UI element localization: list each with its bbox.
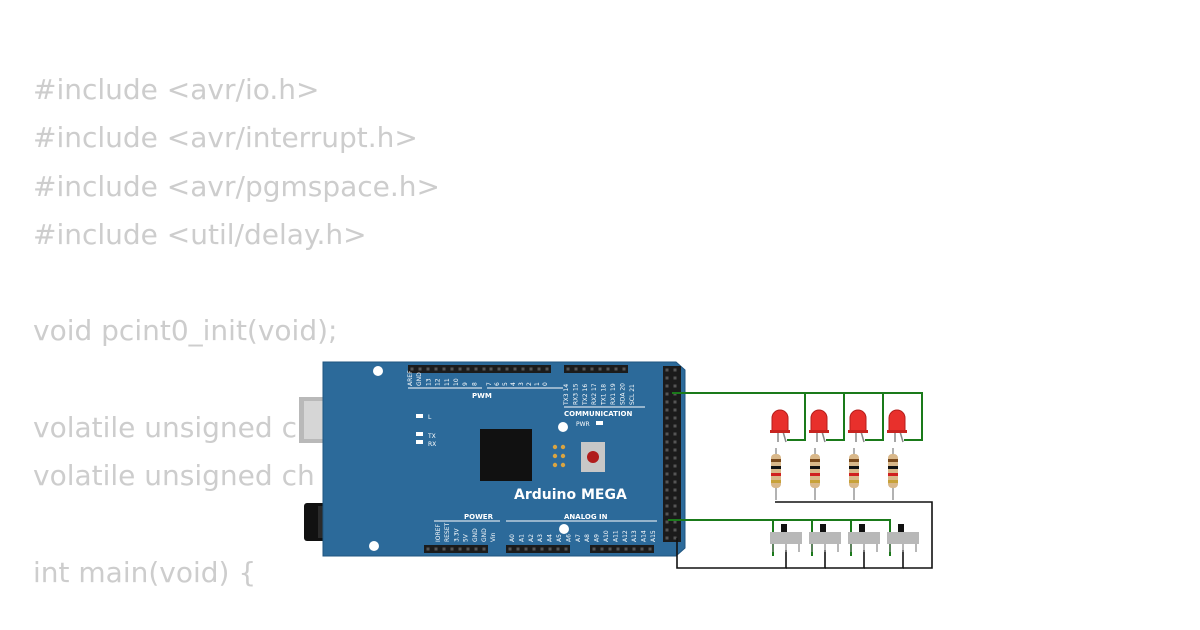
header-top-left: [408, 365, 488, 373]
green-wire-1: [865, 393, 884, 441]
slide-switch-2: [809, 524, 841, 552]
pin-headers: [408, 365, 681, 553]
green-wire-0: [672, 392, 923, 441]
pin-label-analog-6: A6: [565, 534, 572, 542]
resistor-2: [810, 448, 820, 500]
pin-label-comm-4: TX1 18: [601, 384, 608, 406]
header-power: [424, 545, 488, 553]
pin-label-analog-12: A12: [622, 530, 629, 542]
rx-label: RX: [428, 441, 436, 448]
pin-label-comm-1: RX3 15: [572, 383, 579, 405]
led-1: [770, 409, 790, 443]
pin-label-mid-3: 4: [510, 382, 517, 386]
pwm-label: PWM: [472, 392, 492, 400]
pin-label-power-1: RESET: [444, 522, 451, 542]
header-analog-2: [590, 545, 654, 553]
led-l-label: L: [428, 414, 432, 421]
pin-label-mid-6: 1: [534, 382, 541, 386]
pin-label-top-1: GND: [416, 372, 423, 386]
header-analog-1: [506, 545, 570, 553]
resistor-3: [849, 448, 859, 500]
pin-label-power-3: 5V: [463, 533, 470, 542]
green-wire-2: [826, 393, 845, 441]
pin-label-power-2: 3.3V: [453, 527, 460, 542]
pin-label-top-7: 8: [471, 382, 478, 386]
pin-label-analog-7: A7: [575, 534, 582, 542]
resistor-1: [771, 448, 781, 500]
pin-label-analog-4: A4: [547, 534, 554, 542]
pin-label-analog-0: A0: [509, 534, 516, 542]
pin-label-analog-9: A9: [594, 534, 601, 542]
pin-label-top-5: 10: [453, 378, 460, 386]
black-wire-1: [676, 538, 787, 569]
pin-label-power-0: IOREF: [435, 524, 442, 542]
pin-label-top-2: 13: [425, 378, 432, 386]
components: [770, 409, 919, 552]
pin-label-mid-0: 7: [486, 382, 493, 386]
pin-label-analog-11: A11: [612, 530, 619, 542]
pin-label-power-4: GND: [472, 528, 479, 542]
led-4: [887, 409, 907, 443]
pin-label-analog-8: A8: [584, 534, 591, 542]
pin-label-power-6: Vin: [490, 532, 497, 542]
header-top-comm: [564, 365, 628, 373]
pin-label-mid-2: 5: [502, 382, 509, 386]
pin-label-comm-6: SDA 20: [619, 383, 626, 405]
led-3: [848, 409, 868, 443]
code-background: #include <avr/io.h> #include <avr/interr…: [33, 73, 441, 589]
pin-label-mid-5: 2: [526, 382, 533, 386]
led-2: [809, 409, 829, 443]
pin-label-mid-7: 0: [542, 382, 549, 386]
pin-label-analog-15: A15: [650, 530, 657, 542]
pin-label-analog-10: A10: [603, 530, 610, 542]
pwr-label: PWR: [576, 421, 590, 428]
resistor-4: [888, 448, 898, 500]
pin-label-top-6: 9: [462, 382, 469, 386]
slide-switch-3: [848, 524, 880, 552]
header-top-mid: [487, 365, 551, 373]
microcontroller-chip: [480, 429, 532, 481]
pin-label-analog-5: A5: [556, 534, 563, 542]
mounting-holes: [369, 366, 569, 551]
communication-label: COMMUNICATION: [564, 410, 633, 418]
pin-label-analog-13: A13: [631, 530, 638, 542]
led-l: [416, 414, 423, 418]
pin-label-analog-2: A2: [528, 534, 535, 542]
pin-label-analog-1: A1: [518, 534, 525, 542]
pin-label-comm-7: SCL 21: [629, 384, 636, 405]
pin-label-comm-2: TX2 16: [582, 384, 589, 406]
black-wire-0: [775, 501, 933, 569]
pin-label-top-3: 12: [435, 378, 442, 386]
led-rx: [416, 440, 423, 444]
board-name: Arduino MEGA: [514, 487, 627, 503]
power-label: POWER: [464, 513, 494, 521]
pin-label-comm-3: RX2 17: [591, 383, 598, 405]
black-wire-2: [786, 550, 826, 569]
black-wire-3: [825, 550, 865, 569]
green-wire-3: [787, 393, 806, 441]
tx-label: TX: [427, 433, 436, 440]
reset-button[interactable]: [581, 442, 605, 472]
slide-switch-1: [770, 524, 802, 552]
pin-label-comm-5: RX1 19: [610, 383, 617, 405]
pin-label-mid-1: 6: [494, 382, 501, 386]
pin-label-mid-4: 3: [518, 382, 525, 386]
led-tx: [416, 432, 423, 436]
pin-label-top-0: AREF: [407, 370, 414, 386]
pwr-led: [596, 421, 603, 425]
pin-label-top-4: 11: [444, 378, 451, 386]
pin-label-analog-14: A14: [641, 530, 648, 542]
icsp-header: [552, 444, 566, 468]
black-wire-4: [864, 550, 904, 569]
analog-in-label: ANALOG IN: [564, 513, 608, 521]
pin-label-analog-3: A3: [537, 534, 544, 542]
slide-switch-4: [887, 524, 919, 552]
pin-label-comm-0: TX3 14: [563, 384, 570, 406]
pin-label-power-5: GND: [481, 528, 488, 542]
